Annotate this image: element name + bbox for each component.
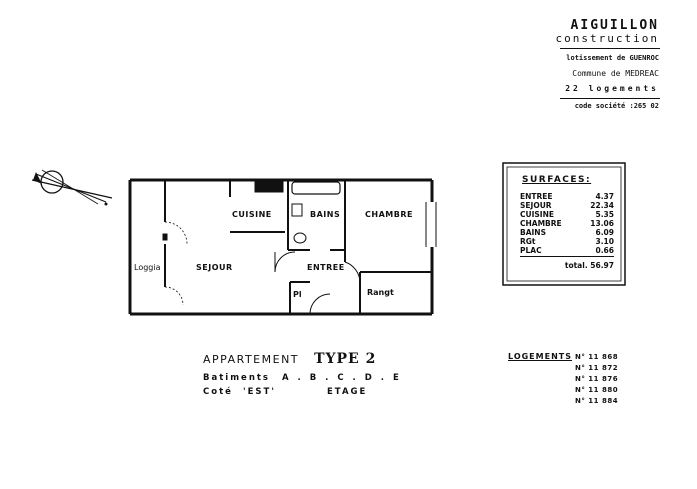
logement-number: N° 11 880 <box>575 386 619 394</box>
brand-name: AIGUILLON <box>570 18 659 33</box>
logement-number: N° 11 868 <box>575 353 619 361</box>
surface-value: 4.37 <box>595 192 614 201</box>
compass-icon <box>31 169 113 206</box>
room-sejour: SEJOUR <box>196 263 233 272</box>
room-rangement: Rangt <box>367 288 394 297</box>
lotissement-label: lotissement de GUENROC <box>566 54 659 62</box>
room-loggia: Loggia <box>134 263 161 272</box>
surfaces-total: total. 56.97 <box>564 261 614 270</box>
page-title: APPARTEMENT TYPE 2 <box>203 348 376 367</box>
surface-label: PLAC <box>520 246 542 255</box>
logements-label: LOGEMENTS <box>508 352 572 361</box>
title-type: TYPE 2 <box>314 351 377 367</box>
batiments-label: Batiments <box>203 373 270 383</box>
surface-value: 3.10 <box>595 237 614 246</box>
surfaces-frame <box>502 162 626 286</box>
surfaces-title: SURFACES: <box>522 175 592 185</box>
surface-label: CHAMBRE <box>520 219 562 228</box>
surface-label: RGt <box>520 237 536 246</box>
logement-number: N° 11 876 <box>575 375 619 383</box>
logement-number: N° 11 872 <box>575 364 619 372</box>
divider <box>560 48 660 49</box>
etage-label: ETAGE <box>327 387 368 397</box>
surface-value: 5.35 <box>595 210 614 219</box>
divider <box>560 98 660 99</box>
surface-label: BAINS <box>520 228 546 237</box>
surface-value: 22.34 <box>590 201 614 210</box>
surface-label: SEJOUR <box>520 201 552 210</box>
brand-subtitle: construction <box>555 32 659 45</box>
room-entree: ENTREE <box>307 263 345 272</box>
surface-value: 0.66 <box>595 246 614 255</box>
commune-label: Commune de MEDREAC <box>572 69 659 78</box>
cote-label: Coté <box>203 387 233 397</box>
room-placard: Pl <box>293 290 302 299</box>
cote-value: 'EST' <box>243 387 276 397</box>
surfaces-panel: SURFACES: ENTREE 4.37 SEJOUR 22.34 CUISINE… <box>506 165 624 285</box>
floor-plan <box>128 178 437 316</box>
surface-value: 6.09 <box>595 228 614 237</box>
surface-row: PLAC 0.66 <box>520 246 614 257</box>
batiments-value: A . B . C . D . E <box>282 373 402 383</box>
code-societe: code société :265 02 <box>574 102 659 110</box>
surface-value: 13.06 <box>590 219 614 228</box>
title-appartement: APPARTEMENT <box>203 353 300 366</box>
logements-count: 22 logements <box>565 84 659 93</box>
surface-label: CUISINE <box>520 210 554 219</box>
room-chambre: CHAMBRE <box>365 210 413 219</box>
surface-label: ENTREE <box>520 192 553 201</box>
room-cuisine: CUISINE <box>232 210 272 219</box>
logement-number: N° 11 884 <box>575 397 619 405</box>
room-bains: BAINS <box>310 210 341 219</box>
